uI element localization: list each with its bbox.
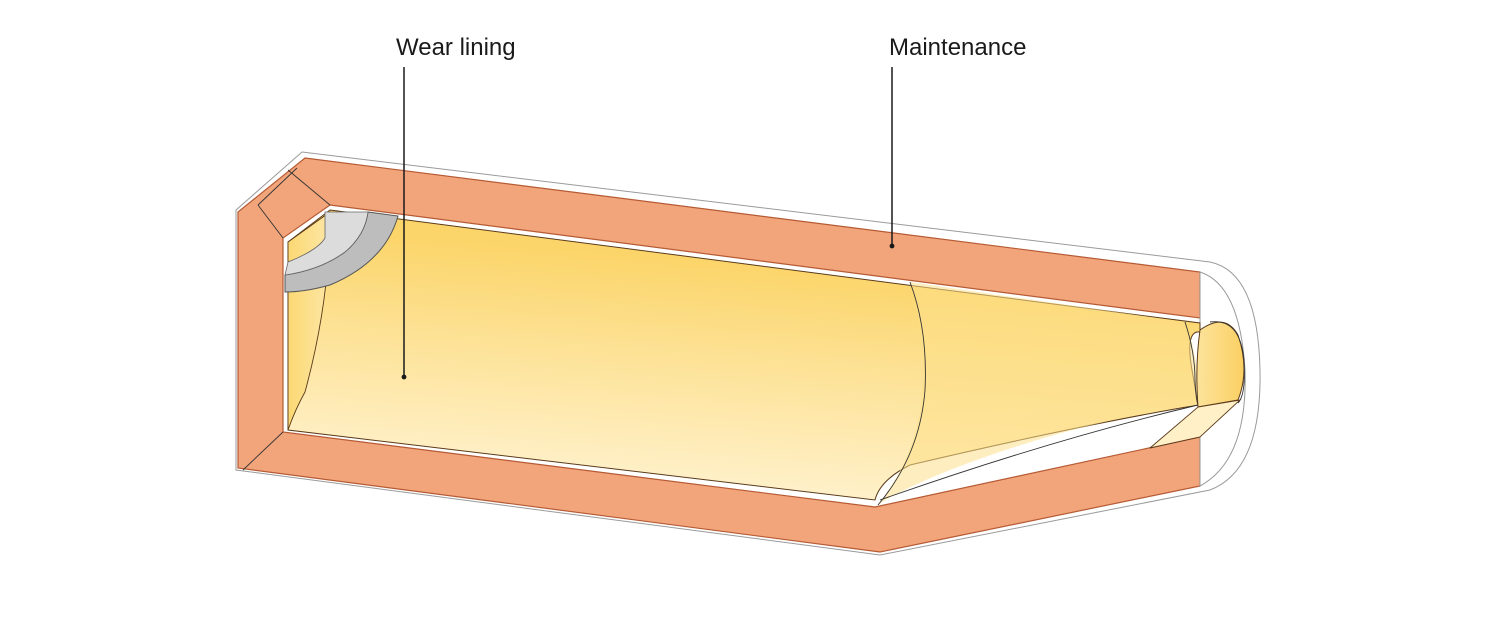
maintenance-label: Maintenance	[889, 34, 1026, 61]
maintenance-leader-dot	[889, 243, 895, 249]
chamfer-line-bottom	[242, 431, 284, 471]
chamfer-line-left	[257, 204, 284, 239]
outlet-lip	[1149, 399, 1242, 449]
burner-ring-inner	[284, 211, 369, 276]
wear-lining-leader-dot	[401, 374, 407, 380]
cone-section	[878, 282, 1199, 505]
wear-lining-label: Wear lining	[396, 34, 516, 61]
chamfer-line-top	[257, 167, 298, 206]
outlet-rim	[1209, 321, 1245, 404]
chamfer-line-mid	[287, 169, 331, 206]
cone-seam-2	[1184, 321, 1199, 406]
cone-bottom-curve	[879, 404, 1199, 501]
cone-seam-1	[877, 281, 926, 506]
